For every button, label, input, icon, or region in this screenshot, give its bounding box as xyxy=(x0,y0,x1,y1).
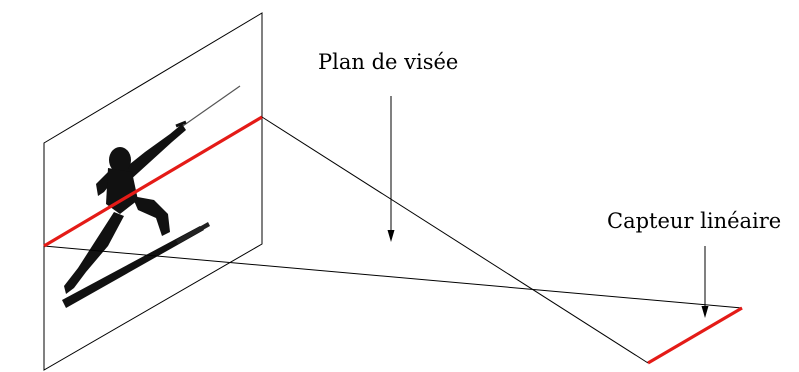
viewing-plane-label: Plan de visée xyxy=(318,50,458,74)
linear-sensor-arrow xyxy=(701,246,709,318)
fencer-lunge-icon xyxy=(62,85,241,308)
linear-sensor xyxy=(647,306,743,365)
image-frame xyxy=(43,12,263,371)
projection-line-bottom xyxy=(43,245,743,309)
viewing-plane-arrow xyxy=(387,96,395,242)
linear-sensor-label: Capteur linéaire xyxy=(607,209,781,233)
scan-line xyxy=(43,115,263,248)
projection-line-top xyxy=(261,116,649,364)
